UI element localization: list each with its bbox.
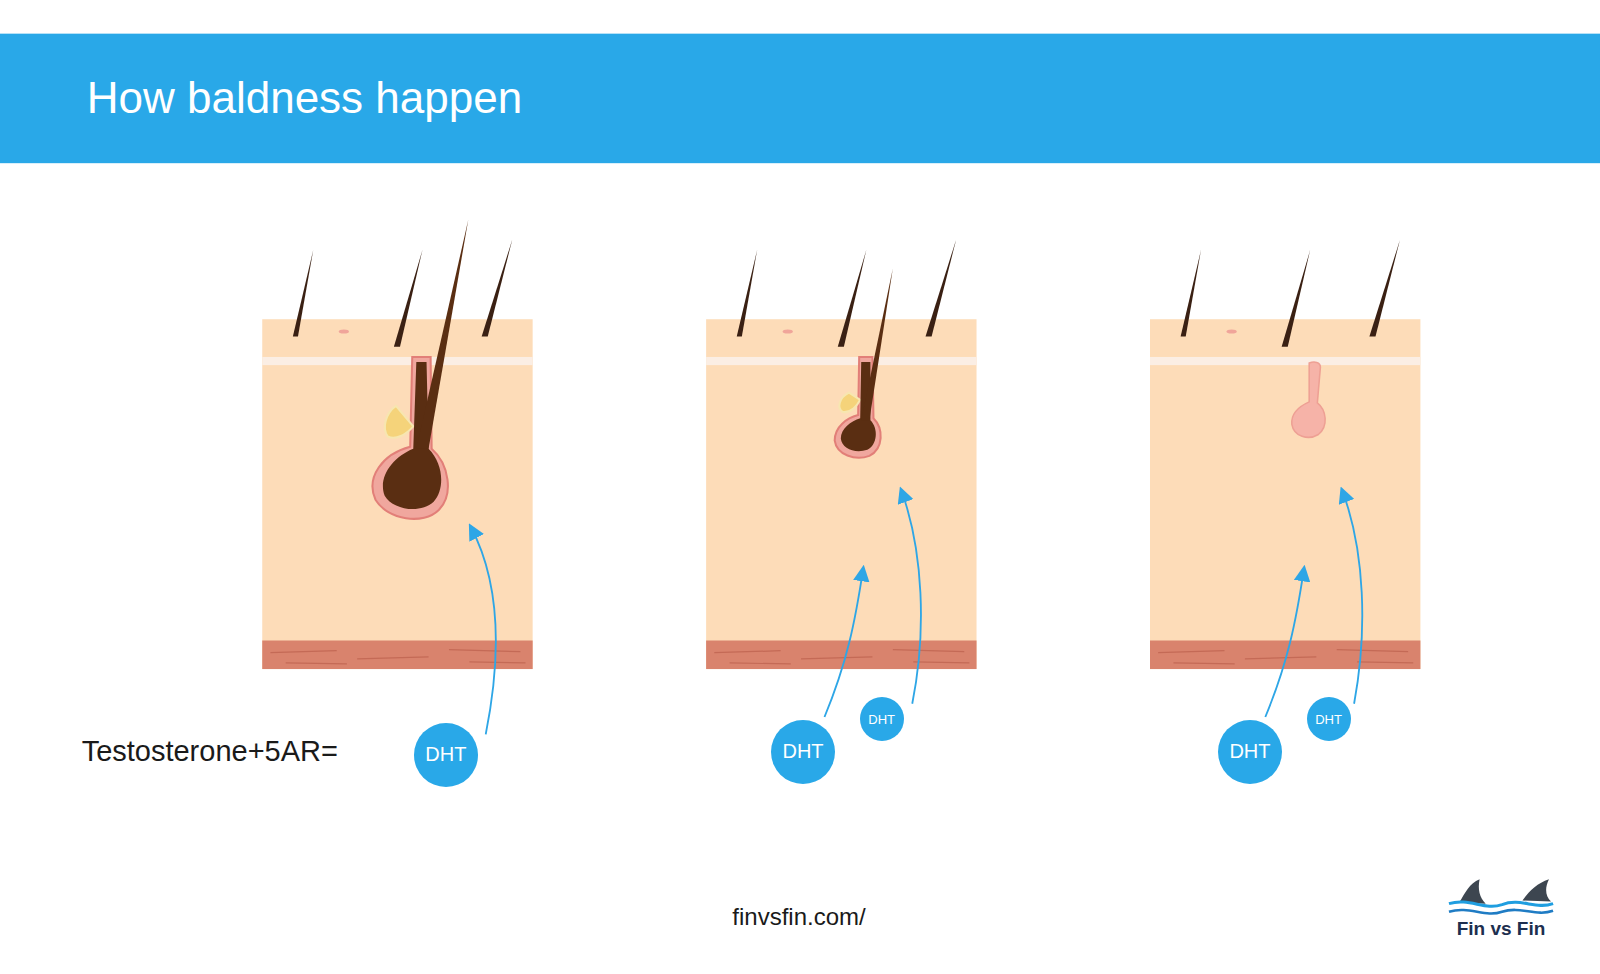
skin-panel-3 — [1150, 240, 1420, 669]
dht-arrow — [824, 568, 863, 717]
logo-mark — [1522, 879, 1551, 901]
logo-text: Fin vs Fin — [1457, 918, 1546, 941]
dormant-follicle — [1292, 362, 1325, 437]
node-text: DHT — [868, 712, 895, 727]
dht-arrow — [1342, 490, 1362, 704]
logo-mark — [1449, 910, 1553, 914]
hormone-circle: DHT — [414, 723, 478, 787]
hormone-circle: DHT — [860, 697, 904, 741]
website-label: finvsfin.com/ — [732, 903, 865, 932]
healthy-follicle — [373, 219, 469, 519]
dormant-follicle — [1292, 362, 1325, 437]
node-text: DHT — [782, 740, 823, 763]
shrinking-follicle — [861, 268, 893, 420]
skin-panel-1 — [262, 240, 532, 669]
node-text: DHT — [1229, 740, 1270, 763]
logo-mark — [1459, 879, 1486, 903]
hormone-circle: DHT — [1218, 720, 1282, 784]
title: How baldness happen — [87, 71, 522, 125]
hormone-circle: DHT — [771, 720, 835, 784]
hormone-circle: DHT — [1307, 697, 1351, 741]
logo-mark — [1449, 902, 1553, 906]
healthy-follicle — [416, 219, 468, 448]
dht-arrow — [1265, 568, 1304, 717]
dht-arrow — [470, 526, 495, 734]
skin-panel-1 — [262, 240, 532, 669]
skin-panel-2 — [706, 240, 976, 669]
dht-arrow — [470, 490, 1362, 735]
node-text: DHT — [425, 743, 466, 766]
node-text: DHT — [1315, 712, 1342, 727]
logo-mark — [1449, 879, 1553, 913]
equation-label: Testosterone+5AR= — [82, 734, 338, 769]
shrinking-follicle — [835, 268, 893, 457]
healthy-follicle — [385, 406, 413, 438]
shrinking-follicle — [839, 393, 860, 412]
skin-panel-3 — [1150, 240, 1420, 669]
title-banner — [0, 34, 1600, 164]
skin-panel-2 — [706, 240, 976, 669]
dht-arrow — [901, 490, 921, 704]
